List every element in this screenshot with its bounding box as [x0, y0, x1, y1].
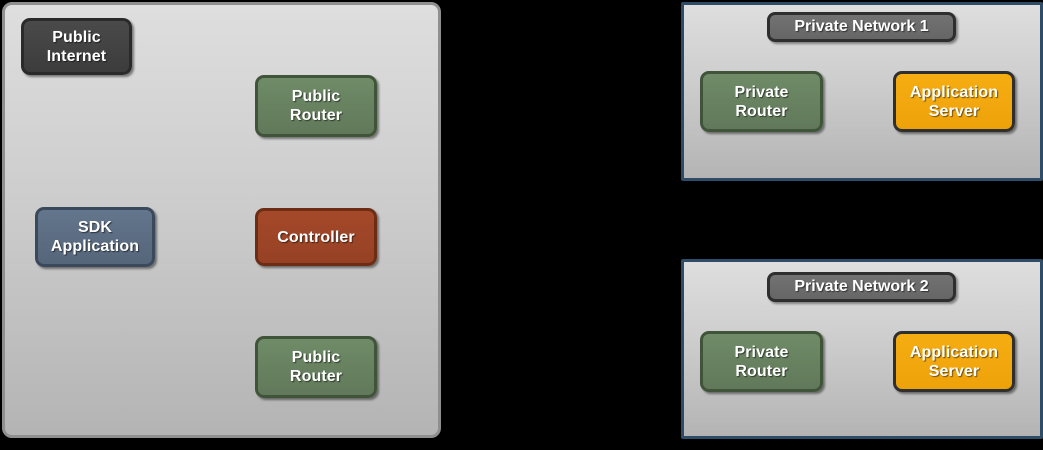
node-public-internet[interactable]: Public Internet [21, 18, 132, 75]
node-application-server-2[interactable]: Application Server [893, 331, 1015, 392]
private-network-1-badge-label: Private Network 1 [794, 18, 929, 35]
node-public-router-top[interactable]: Public Router [255, 75, 377, 137]
node-private-router-1[interactable]: Private Router [700, 71, 823, 132]
private-network-1-badge: Private Network 1 [767, 12, 956, 42]
node-controller[interactable]: Controller [255, 208, 377, 266]
node-public-router-bottom[interactable]: Public Router [255, 336, 377, 398]
node-controller-label: Controller [277, 228, 355, 246]
node-private-router-2-label: Private Router [734, 343, 789, 380]
node-private-router-1-label: Private Router [734, 83, 789, 120]
node-application-server-1[interactable]: Application Server [893, 71, 1015, 132]
private-network-2-badge-label: Private Network 2 [794, 278, 929, 295]
node-application-server-1-label: Application Server [909, 83, 999, 120]
node-sdk-application[interactable]: SDK Application [35, 207, 155, 267]
node-private-router-2[interactable]: Private Router [700, 331, 823, 392]
private-network-2-badge: Private Network 2 [767, 272, 956, 302]
node-sdk-application-label: SDK Application [50, 219, 140, 255]
node-public-internet-label: Public Internet [46, 28, 107, 65]
node-public-router-top-label: Public Router [289, 88, 343, 124]
node-public-router-bottom-label: Public Router [289, 349, 343, 385]
public-network-panel: Public Internet Public Router SDK Applic… [2, 2, 441, 438]
node-application-server-2-label: Application Server [909, 343, 999, 380]
